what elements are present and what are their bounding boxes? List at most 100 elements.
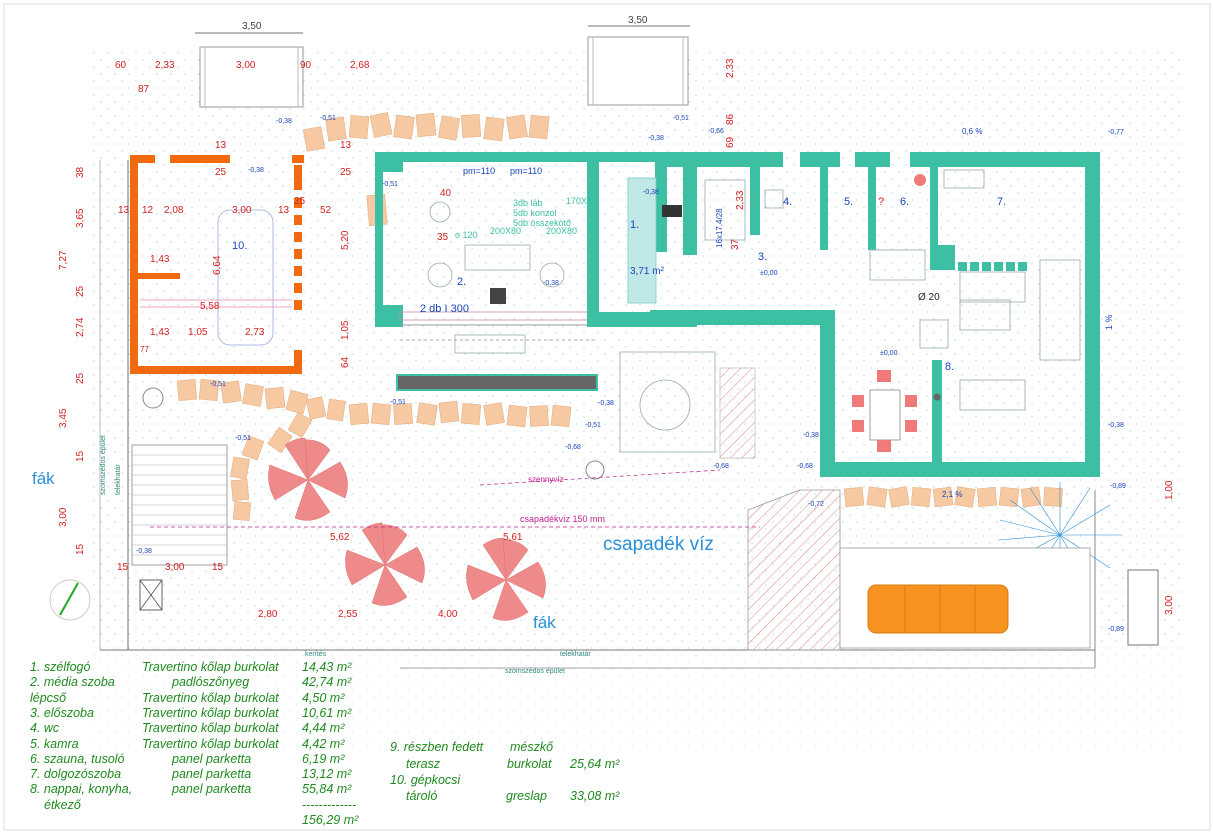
sewage-label: szennyvíz [528, 475, 564, 484]
row-area: 4,44 m² [302, 721, 345, 736]
dim: 2,55 [338, 609, 358, 620]
dim: 25 [75, 372, 86, 384]
row-name: 2. média szoba [30, 675, 115, 690]
dim: 1,05 [188, 327, 208, 338]
room-numbers: 1. 3,71 m² 2. 3. 4. 5. 6. 7. 8. 10. ? [232, 196, 1006, 373]
row9-name: 9. részben fedett [390, 740, 484, 754]
svg-text:5db konzol: 5db konzol [513, 208, 557, 218]
tree-symbols [268, 437, 546, 621]
svg-text:-0,38: -0,38 [543, 280, 559, 287]
dim: 3,00 [1164, 595, 1175, 615]
row-name: 5. kamra [30, 736, 79, 751]
paver-path-west [176, 378, 572, 522]
row-name: 3. előszoba [30, 705, 94, 720]
svg-text:-0,51: -0,51 [235, 435, 251, 442]
dim: 5,20 [340, 230, 351, 250]
dim: 3,65 [75, 208, 86, 228]
dim: 4,00 [438, 609, 458, 620]
svg-text:200X80: 200X80 [490, 226, 521, 236]
row-area: 10,61 m² [302, 705, 352, 720]
svg-text:-0,51: -0,51 [673, 115, 689, 122]
row-name: 6. szauna, tusoló [30, 751, 125, 766]
room-2-label: 2. [457, 276, 466, 288]
row10-name: 10. gépkocsi [390, 773, 461, 787]
svg-text:-0,68: -0,68 [713, 463, 729, 470]
row-name: lépcső [30, 690, 67, 705]
svg-text:pm=110: pm=110 [463, 166, 495, 176]
svg-text:16x17,4/28: 16x17,4/28 [715, 208, 724, 248]
room-7-label: 7. [997, 196, 1006, 208]
dining-table [869, 389, 901, 441]
dim: 52 [320, 205, 332, 216]
row10-mat: greslap [506, 789, 547, 803]
row9-name2: terasz [406, 757, 441, 771]
dim: 86 [725, 113, 736, 125]
trees-label-west: fák [32, 469, 55, 488]
svg-text:-0,38: -0,38 [276, 118, 292, 125]
dim: 5,58 [200, 301, 220, 312]
dim: 6,64 [212, 255, 223, 275]
dim: 13 [278, 205, 290, 216]
dim: 87 [138, 84, 150, 95]
row9-mat: mészkő [510, 740, 554, 754]
dim: 2,73 [245, 327, 265, 338]
furniture [427, 169, 1081, 453]
top-right-stair [587, 36, 689, 106]
row-material: panel parketta [172, 751, 252, 766]
svg-text:telekhatár: telekhatár [115, 464, 122, 495]
parked-car [867, 584, 1009, 634]
dim: 1,00 [1164, 480, 1175, 500]
row-material: panel parketta [172, 767, 252, 782]
dim: 15 [75, 450, 86, 462]
svg-text:-0,68: -0,68 [797, 463, 813, 470]
dim: 2,33 [735, 190, 746, 210]
svg-text:o 120: o 120 [455, 230, 478, 240]
dim: 3,00 [236, 60, 256, 71]
dim: 2,80 [258, 609, 278, 620]
svg-text:±0,00: ±0,00 [880, 350, 898, 357]
dim: 3,45 [58, 408, 69, 428]
row-material: Travertino kőlap burkolat [142, 705, 279, 720]
dining-chairs [852, 370, 917, 452]
row9-mat2: burkolat [507, 757, 552, 771]
row-area: 14,43 m² [302, 660, 352, 674]
dim: 3,00 [165, 562, 185, 573]
dim: 13 [118, 205, 130, 216]
dim: 5,61 [503, 532, 523, 543]
svg-text:szomszédos épület: szomszédos épület [505, 668, 565, 675]
dim: 15 [75, 543, 86, 555]
room-1-label: 1. [630, 219, 639, 231]
svg-text:-0,89: -0,89 [1110, 483, 1126, 490]
dim: 13 [215, 140, 227, 151]
unknown-room-mark: ? [878, 196, 884, 208]
trees-label-south: fák [533, 613, 556, 632]
dim: 1,05 [340, 320, 351, 340]
dim-top-left: 3,50 [242, 21, 262, 32]
svg-text:200X80: 200X80 [546, 226, 577, 236]
dim: 13 [340, 140, 352, 151]
site-ground-lower [90, 650, 1180, 750]
room-8-label: 8. [945, 361, 954, 373]
row-material: Travertino kőlap burkolat [142, 721, 279, 736]
carport-car-outline [217, 209, 274, 346]
svg-text:-0,38: -0,38 [643, 189, 659, 196]
carport-walls [130, 155, 304, 374]
dim: 90 [300, 60, 312, 71]
dim: 1,43 [150, 254, 170, 265]
svg-text:5db összekötő: 5db összekötő [513, 218, 571, 228]
svg-text:-0,51: -0,51 [390, 399, 406, 406]
media-room-walls [375, 152, 603, 327]
dim: 25 [340, 167, 352, 178]
dim: 12 [142, 205, 154, 216]
dim: 15 [117, 562, 129, 573]
dim: 2,08 [164, 205, 184, 216]
svg-text:-0,51: -0,51 [210, 381, 226, 388]
row-material: Travertino kőlap burkolat [142, 660, 279, 674]
room-6-label: 6. [900, 196, 909, 208]
windfang-glass [627, 177, 657, 304]
svg-text:-0,89: -0,89 [1108, 626, 1124, 633]
row-area: 6,19 m² [302, 751, 345, 766]
svg-text:-0,38: -0,38 [248, 167, 264, 174]
